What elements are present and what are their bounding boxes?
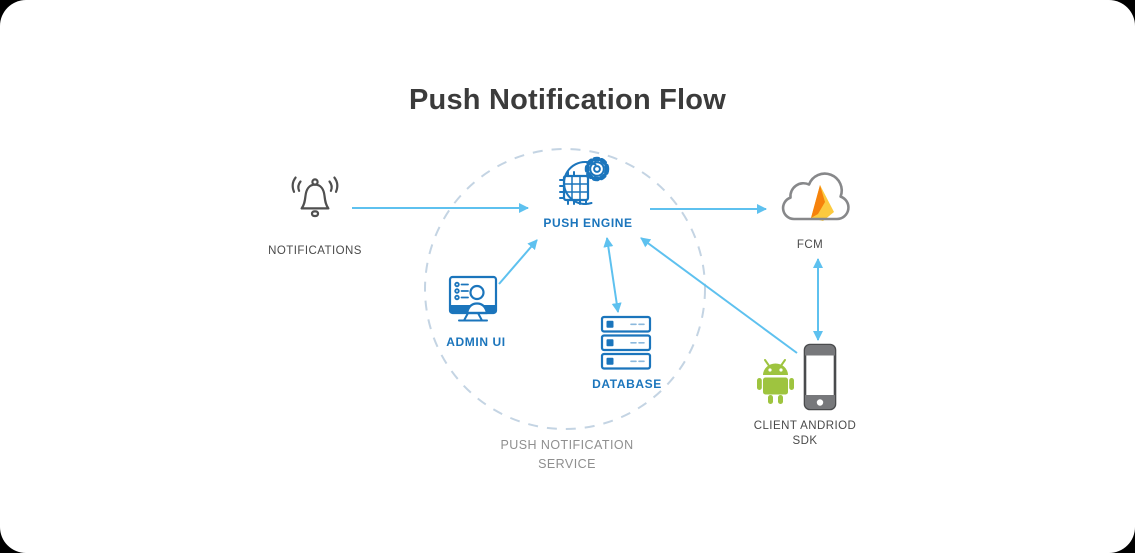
edge-push-engine--database xyxy=(603,237,622,313)
page-title: Push Notification Flow xyxy=(409,84,726,116)
database-node[interactable] xyxy=(594,314,658,374)
push-engine-node[interactable] xyxy=(552,148,620,216)
chip-gear-icon xyxy=(559,156,610,205)
push-notification-service-label: PUSH NOTIFICATION SERVICE xyxy=(487,436,647,475)
client-android-sdk-label-line1: CLIENT ANDRIOD xyxy=(753,420,857,432)
edge-client-android-sdk--push-engine xyxy=(640,237,798,354)
push-engine-label: PUSH ENGINE xyxy=(543,216,633,230)
smartphone-icon xyxy=(803,343,837,411)
admin-ui-node[interactable] xyxy=(444,272,504,334)
client-android-sdk-label-line2: SDK xyxy=(792,434,818,447)
client-android-sdk-label: CLIENT ANDRIOD SDK xyxy=(725,419,885,449)
fcm-node[interactable] xyxy=(768,164,864,236)
bell-icon xyxy=(291,176,339,218)
client-android-sdk-node[interactable] xyxy=(752,342,842,418)
android-phone-icon xyxy=(757,343,837,411)
cloud-firebase-icon xyxy=(781,172,850,221)
server-stack-icon xyxy=(600,315,652,370)
notifications-label: NOTIFICATIONS xyxy=(268,245,362,257)
edge-admin-ui--push-engine xyxy=(498,239,538,285)
android-robot-icon xyxy=(757,359,794,404)
admin-ui-label: ADMIN UI xyxy=(446,335,506,349)
service-label-line2: SERVICE xyxy=(538,457,596,472)
notifications-node[interactable] xyxy=(283,166,347,230)
monitor-user-icon xyxy=(448,275,498,322)
service-label-line1: PUSH NOTIFICATION xyxy=(500,438,634,452)
fcm-label: FCM xyxy=(796,239,824,251)
database-label: DATABASE xyxy=(592,377,662,391)
